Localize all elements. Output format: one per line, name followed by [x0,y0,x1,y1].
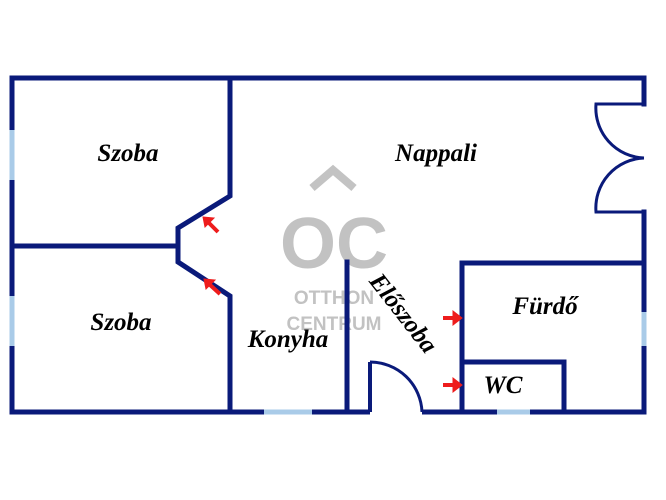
room-label-nappali: Nappali [394,140,477,167]
room-label-wc: WC [484,372,523,399]
balcony-door [594,102,645,214]
entry-arrows [202,216,463,394]
arrow-icon [443,376,463,394]
watermark-line2: CENTRUM [287,314,382,335]
room-label-konyha: Konyha [247,326,329,353]
wall-bedrooms-angled [175,75,233,415]
balcony-door-upper [594,102,645,160]
watermark-logo: OC [280,204,388,284]
door-swing [369,360,424,413]
balcony-door-lower [594,156,645,214]
watermark: OC OTTHON CENTRUM [280,164,388,335]
watermark-line1: OTTHON [294,288,374,309]
watermark-roof-icon [309,164,357,192]
entrance-door [368,360,424,416]
windows [9,130,647,415]
arrow-icon [203,278,222,296]
arrow-icon [443,309,463,327]
room-label-furdo: Fürdő [511,293,579,320]
arrow-icon [202,216,220,234]
room-label-szoba-bottom: Szoba [90,309,151,336]
room-label-szoba-top: Szoba [97,140,158,167]
room-label-eloszoba: Előszoba [363,268,442,359]
walls [9,75,647,415]
